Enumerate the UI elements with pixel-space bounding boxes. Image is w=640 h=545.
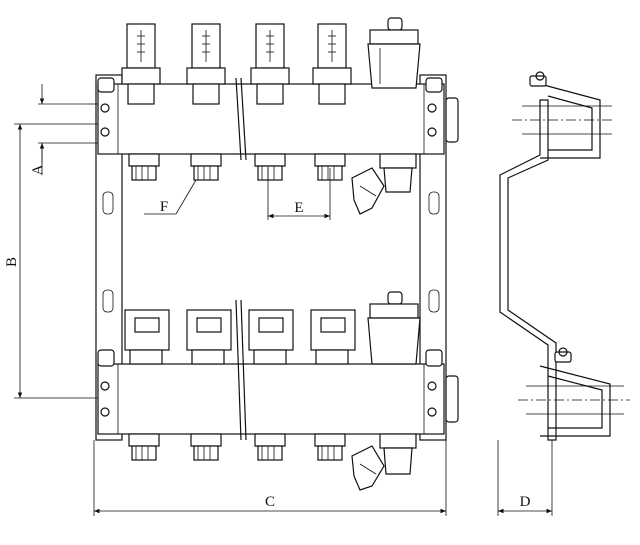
return-valves <box>124 309 356 365</box>
side-bracket <box>499 99 557 441</box>
side-view <box>499 71 630 441</box>
label-c: C <box>265 494 275 510</box>
callout-f: F <box>144 179 197 215</box>
return-manifold-bar <box>97 299 459 441</box>
mounting-rails <box>95 74 447 441</box>
label-a: A <box>30 164 46 175</box>
air-vent-top <box>367 17 421 89</box>
label-f: F <box>160 199 168 215</box>
drain-valve-top <box>351 153 417 215</box>
dimension-e: E <box>267 168 331 220</box>
dimension-b: B <box>4 123 98 399</box>
flow-meters <box>121 23 352 105</box>
label-e: E <box>294 200 303 216</box>
return-outlets <box>128 433 346 461</box>
drain-valve-bottom <box>351 433 417 491</box>
flow-meter <box>312 23 352 105</box>
front-view <box>95 17 459 491</box>
air-vent-bottom <box>367 291 421 365</box>
flow-meter <box>121 23 161 105</box>
dimension-a: A <box>30 84 98 175</box>
supply-outlets <box>128 153 346 181</box>
dimension-d: D <box>497 440 553 516</box>
label-b: B <box>4 257 20 267</box>
label-d: D <box>520 494 531 510</box>
dimension-c: C <box>93 440 447 516</box>
flow-meter <box>186 23 226 105</box>
flow-meter <box>250 23 290 105</box>
